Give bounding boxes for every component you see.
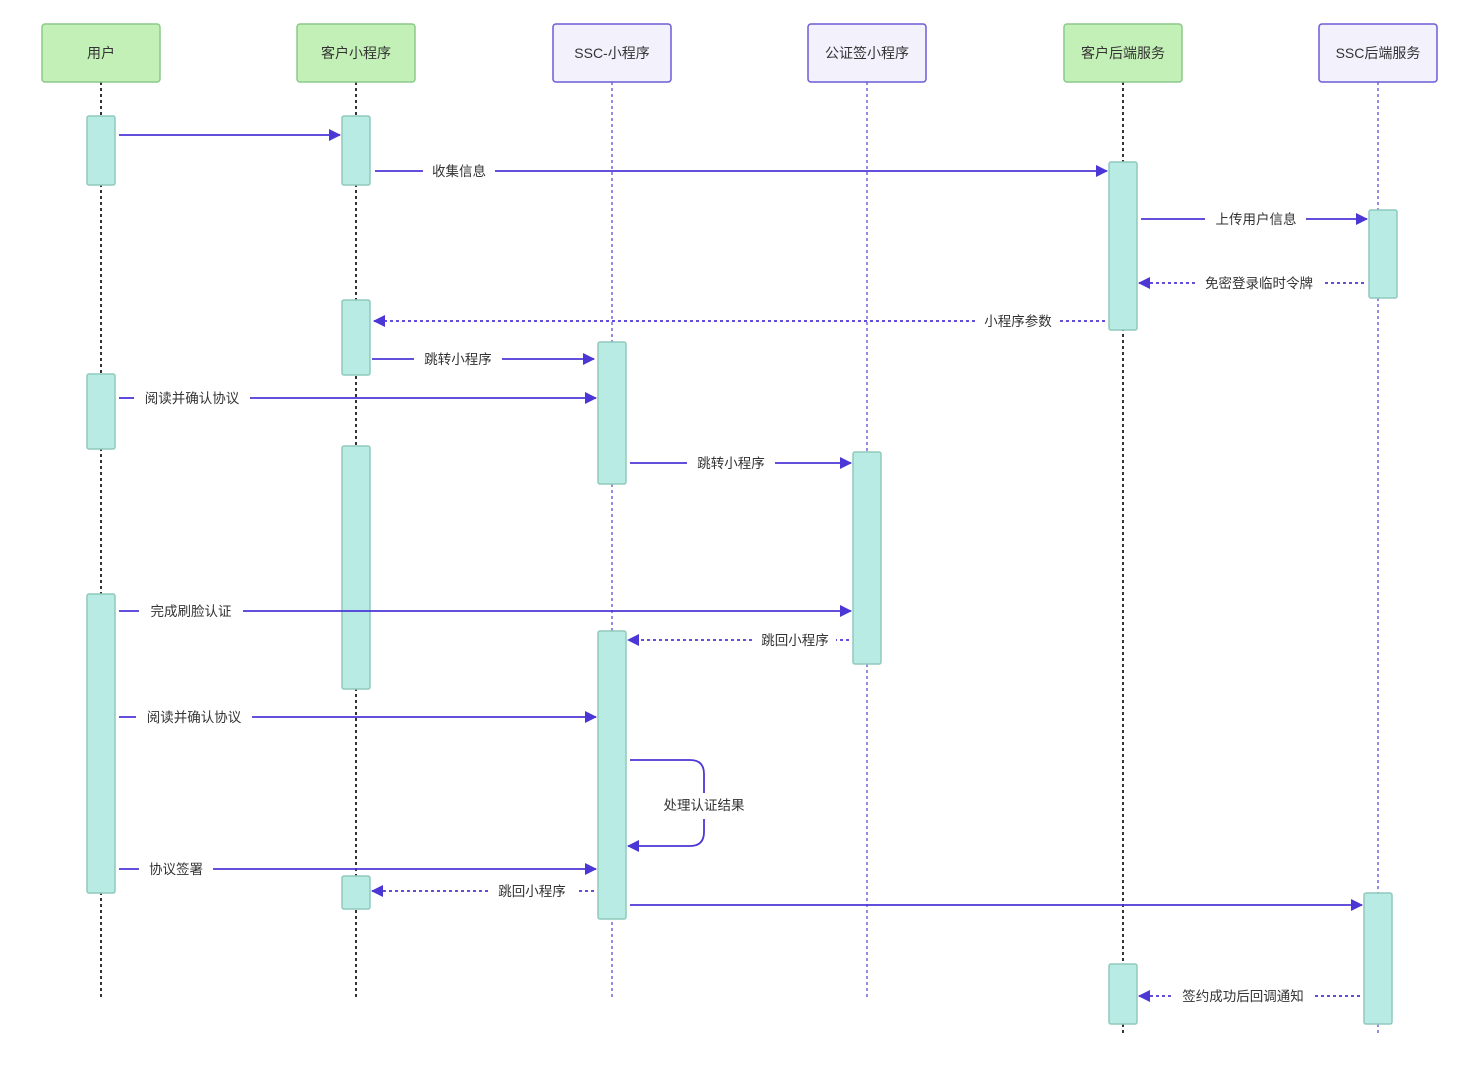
- activation-bar: [1108, 963, 1138, 1025]
- participant-client-backend-label: 客户后端服务: [1081, 45, 1165, 61]
- message-label: 完成刷脸认证: [151, 604, 232, 619]
- activation-bar: [1363, 892, 1393, 1025]
- message-label: 跳回小程序: [761, 633, 829, 648]
- message-jump-back-to-ssc-mp: 跳回小程序: [627, 633, 849, 648]
- message-sign-success-callback: 签约成功后回调通知: [1138, 988, 1360, 1004]
- activation-bar: [341, 115, 371, 186]
- participants: 用户 客户小程序 SSC-小程序 公证签小程序 客户后端服务 SSC后端服务: [41, 23, 1438, 83]
- message-upload-user-info: 上传用户信息: [1141, 211, 1368, 227]
- message-jump-to-notary-mp: 跳转小程序: [630, 456, 852, 471]
- activation-bar: [86, 593, 116, 894]
- message-jump-back-to-client-mp: 跳回小程序: [371, 884, 594, 899]
- message-label: 签约成功后回调通知: [1182, 988, 1304, 1004]
- message-label: 上传用户信息: [1216, 211, 1297, 227]
- participant-user: 用户: [41, 23, 161, 83]
- lifelines: [100, 82, 1379, 1036]
- participant-ssc-mp: SSC-小程序: [552, 23, 672, 83]
- participant-client-backend: 客户后端服务: [1063, 23, 1183, 83]
- message-sign-agreement: 协议签署: [119, 861, 597, 877]
- activation-bar: [86, 373, 116, 450]
- message-label: 阅读并确认协议: [147, 710, 242, 725]
- message-label: 收集信息: [432, 163, 486, 179]
- activations: [86, 115, 1398, 1025]
- participant-ssc-backend-label: SSC后端服务: [1336, 45, 1421, 61]
- activation-bar: [1368, 209, 1398, 299]
- activation-bar: [341, 445, 371, 690]
- message-label: 阅读并确认协议: [145, 391, 240, 406]
- participant-ssc-mp-label: SSC-小程序: [574, 45, 649, 61]
- message-jump-to-ssc-mp: 跳转小程序: [372, 352, 595, 367]
- activation-bar: [597, 341, 627, 485]
- message-label: 处理认证结果: [664, 798, 745, 813]
- message-label: 免密登录临时令牌: [1205, 275, 1313, 291]
- participant-client-mp-label: 客户小程序: [321, 45, 391, 61]
- participant-user-label: 用户: [87, 45, 115, 61]
- message-read-confirm-agreement: 阅读并确认协议: [119, 391, 597, 406]
- message-label: 跳转小程序: [697, 456, 765, 471]
- activation-bar: [341, 299, 371, 376]
- message-collect-info: 收集信息: [375, 163, 1108, 179]
- participant-ssc-backend: SSC后端服务: [1318, 23, 1438, 83]
- activation-bar: [597, 630, 627, 920]
- message-temp-token: 免密登录临时令牌: [1138, 275, 1364, 291]
- participant-notary-mp-label: 公证签小程序: [825, 45, 909, 61]
- message-read-confirm-agreement-2: 阅读并确认协议: [119, 710, 597, 725]
- participant-client-mp: 客户小程序: [296, 23, 416, 83]
- message-label: 协议签署: [149, 861, 203, 877]
- message-mp-params: 小程序参数: [373, 313, 1105, 329]
- message-face-auth: 完成刷脸认证: [119, 604, 852, 619]
- message-process-auth-result: 处理认证结果: [627, 759, 745, 852]
- message-label: 小程序参数: [984, 313, 1052, 329]
- message-label: 跳转小程序: [424, 352, 492, 367]
- message-label: 跳回小程序: [498, 884, 566, 899]
- activation-bar: [86, 115, 116, 186]
- activation-bar: [1108, 161, 1138, 331]
- activation-bar: [852, 451, 882, 665]
- messages: 收集信息 上传用户信息 免密登录临时令牌 小程序参数 跳转小程序: [119, 129, 1368, 1004]
- participant-notary-mp: 公证签小程序: [807, 23, 927, 83]
- activation-bar: [341, 875, 371, 910]
